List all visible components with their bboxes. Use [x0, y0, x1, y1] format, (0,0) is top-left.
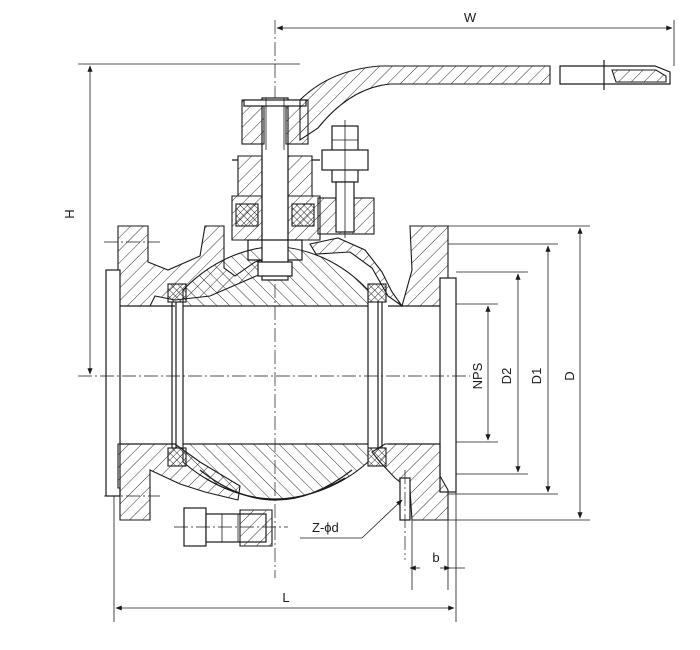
dim-h [78, 63, 300, 375]
dim-d-label: D [562, 371, 577, 380]
lever-handle [299, 60, 671, 142]
ball [182, 245, 369, 501]
body-bottom-arc [199, 469, 353, 501]
dim-h-label: H [62, 209, 77, 218]
dim-zphid-label: Z-ϕd [312, 520, 339, 535]
dim-l [113, 492, 457, 622]
dim-b-label: b [432, 550, 439, 565]
bottom-bolt [174, 507, 288, 547]
dim-d1-label: D1 [529, 368, 544, 385]
dim-d2-label: D2 [499, 368, 514, 385]
dim-w [276, 20, 675, 66]
dim-d1 [448, 243, 558, 495]
dim-nps-label: NPS [470, 362, 485, 389]
dim-d2 [456, 271, 528, 475]
bolt-hole-right [399, 470, 411, 560]
upper-bolt [317, 120, 375, 238]
seats [167, 283, 387, 467]
dim-w-label: W [464, 10, 477, 25]
dim-nps [456, 303, 498, 443]
stem-assembly [231, 97, 321, 281]
dim-d [448, 225, 590, 521]
dim-b [409, 520, 465, 590]
dim-l-label: L [282, 590, 289, 605]
dim-zphid-leader [300, 499, 403, 539]
